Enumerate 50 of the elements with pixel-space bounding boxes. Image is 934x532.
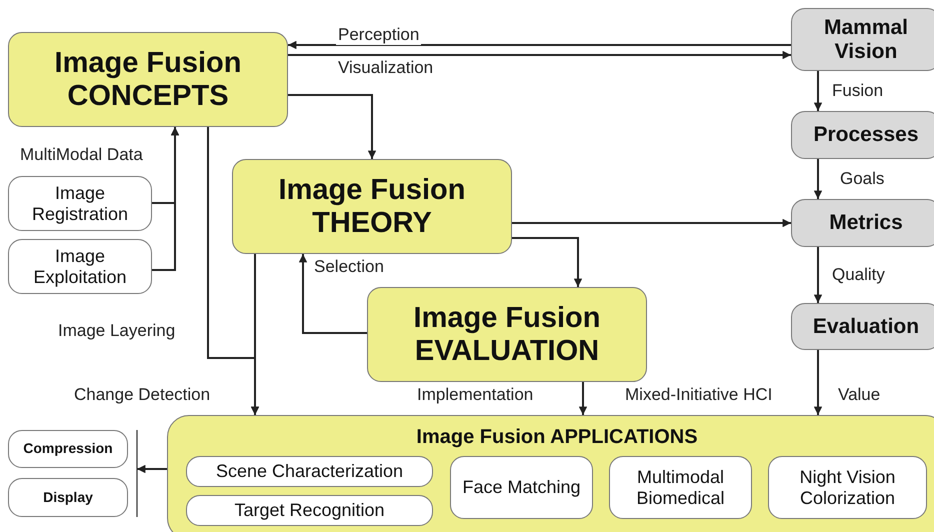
topic-box: [609, 456, 752, 519]
arrow: [152, 127, 180, 271]
process-box: [791, 111, 934, 159]
node-text: Image Fusion THEORY: [278, 174, 466, 239]
node-text: Display: [42, 490, 94, 506]
arrow: [137, 464, 167, 474]
arrow: [288, 50, 791, 60]
node-text: Scene Characterization: [214, 461, 404, 482]
arrow: [578, 382, 588, 415]
arrow: [814, 247, 822, 303]
concept-box: [367, 287, 647, 382]
panel-heading: Image Fusion APPLICATIONS: [415, 426, 699, 448]
arrow: [512, 218, 791, 228]
process-box: [791, 303, 934, 350]
node-text: Mammal Vision: [822, 16, 910, 64]
node-text: Image Fusion EVALUATION: [412, 302, 602, 367]
node-text: Image Registration: [30, 183, 130, 224]
edge-label: Perception: [336, 25, 422, 45]
arrow: [814, 159, 822, 199]
arrow: [288, 40, 791, 50]
node-text: Image Exploitation: [32, 246, 128, 287]
concept-box: [232, 159, 512, 254]
arrow: [814, 71, 822, 111]
applications-panel: [167, 415, 934, 532]
process-box: [791, 199, 934, 247]
topic-box: [8, 176, 152, 231]
topic-box: [186, 495, 433, 526]
topic-box: [186, 456, 433, 487]
node-text: Compression: [22, 441, 114, 457]
concept-box: [8, 32, 288, 127]
arrow: [512, 237, 582, 287]
node-text: Metrics: [828, 211, 904, 235]
node-text: Night Vision Colorization: [798, 467, 896, 508]
arrow: [814, 350, 822, 415]
arrow: [288, 94, 376, 159]
edge-label: Quality: [830, 265, 887, 285]
node-text: Face Matching: [461, 477, 582, 498]
node-text: Multimodal Biomedical: [635, 467, 726, 508]
node-text: Processes: [812, 123, 920, 147]
topic-box: [8, 239, 152, 294]
topic-box: [450, 456, 593, 519]
topic-box: [768, 456, 927, 519]
node-text: Target Recognition: [233, 500, 386, 521]
output-box: [8, 430, 128, 468]
arrow: [298, 254, 367, 334]
node-text: Evaluation: [812, 314, 920, 338]
arrow: [250, 254, 260, 415]
process-box: [791, 8, 934, 71]
output-box: [8, 478, 128, 517]
node-text: Image Fusion CONCEPTS: [54, 47, 242, 112]
